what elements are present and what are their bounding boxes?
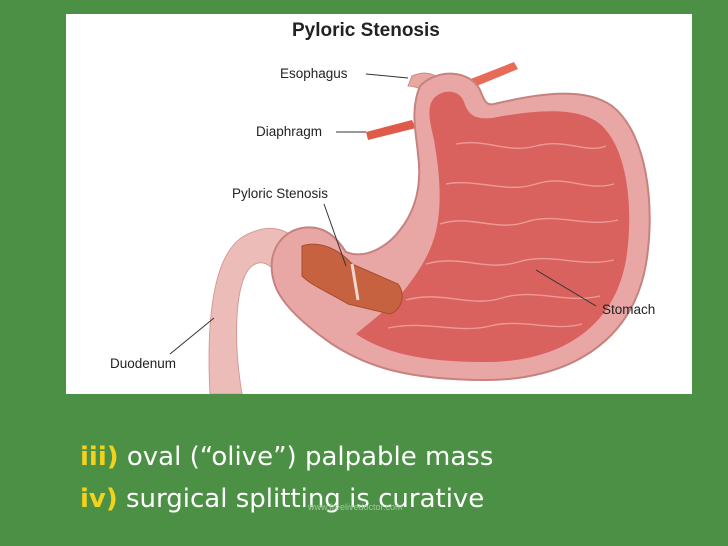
label-diaphragm: Diaphragm	[256, 124, 323, 139]
label-stomach: Stomach	[602, 302, 656, 317]
stomach-illustration	[169, 62, 651, 394]
label-pyloric-stenosis: Pyloric Stenosis	[232, 186, 329, 201]
pyloric-channel	[350, 263, 360, 301]
label-esophagus: Esophagus	[280, 66, 348, 81]
pylorus-muscle	[301, 243, 403, 315]
bullet-item: iv) surgical splitting is curative	[80, 484, 484, 514]
bullet-number: iv)	[80, 484, 118, 514]
bullet-item: iii) oval (“olive”) palpable mass	[80, 442, 493, 472]
watermark: www.freelivedoctor.com	[308, 502, 403, 512]
leader-lines	[169, 73, 597, 355]
figure-title: Pyloric Stenosis	[292, 20, 440, 41]
pyloric-stenosis-figure: Pyloric Stenosis Esophagus Diaphragm Pyl…	[66, 14, 692, 394]
rugae-folds	[387, 141, 619, 330]
diaphragm-shape	[366, 120, 416, 140]
bullet-number: iii)	[80, 442, 119, 472]
label-duodenum: Duodenum	[110, 356, 177, 371]
bullet-text: oval (“olive”) palpable mass	[118, 442, 494, 472]
stomach-lining	[356, 91, 630, 362]
bullet-text: surgical splitting is curative	[117, 484, 485, 514]
